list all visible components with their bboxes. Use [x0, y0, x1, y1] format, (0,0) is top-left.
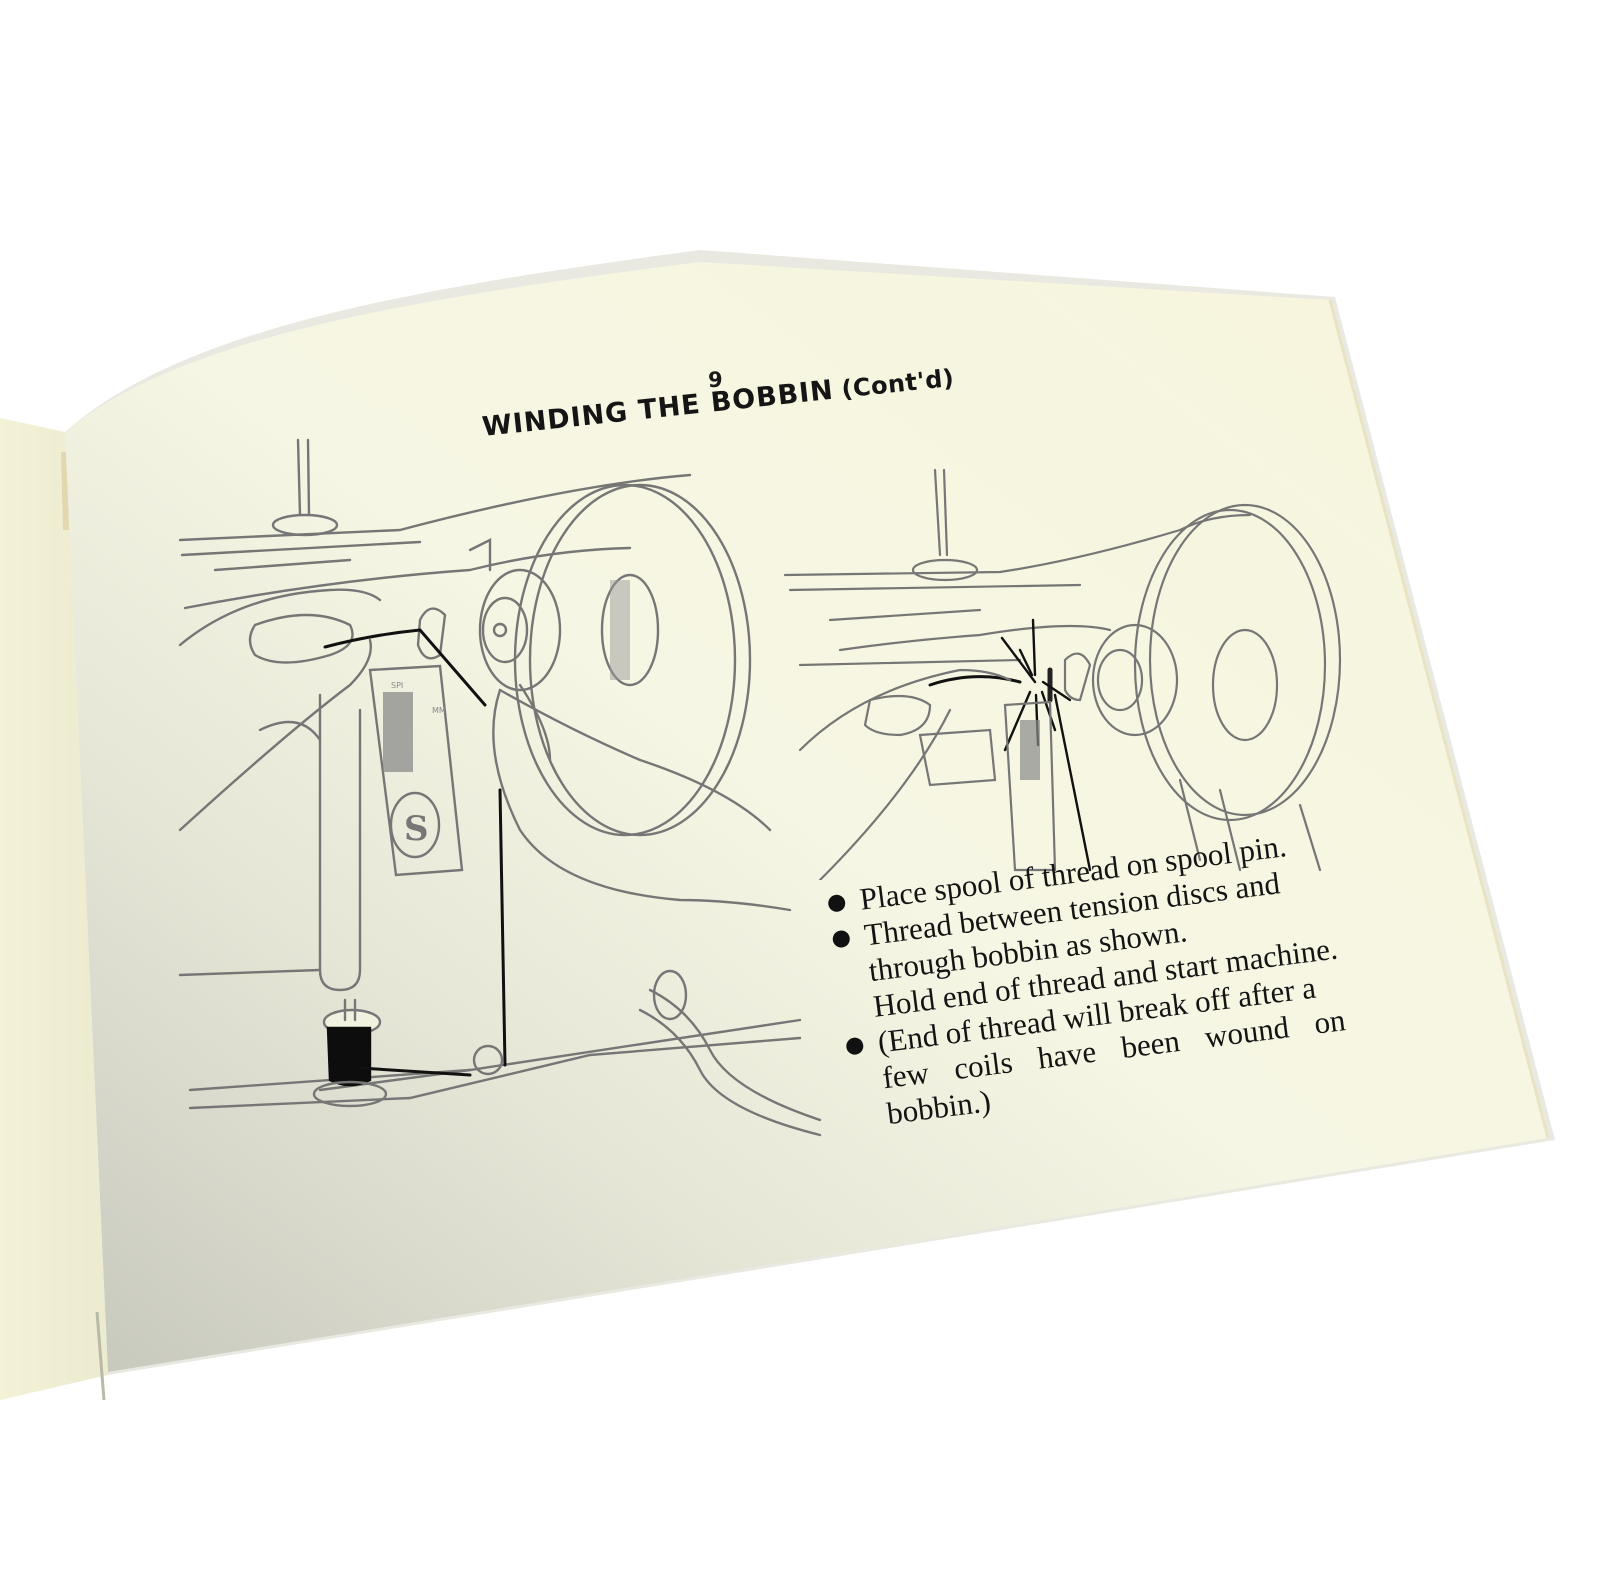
- bullet-icon: [831, 929, 851, 949]
- svg-text:MM: MM: [432, 706, 446, 715]
- illustration-left-threading: S SPI MM: [178, 438, 822, 1137]
- singer-s-logo: S: [404, 809, 429, 849]
- illustration-right-thread-break: [783, 468, 1342, 880]
- svg-text:SPI: SPI: [391, 681, 403, 690]
- bullet-icon: [845, 1036, 865, 1056]
- page-number: 9: [708, 368, 723, 392]
- bullet-icon: [827, 893, 847, 913]
